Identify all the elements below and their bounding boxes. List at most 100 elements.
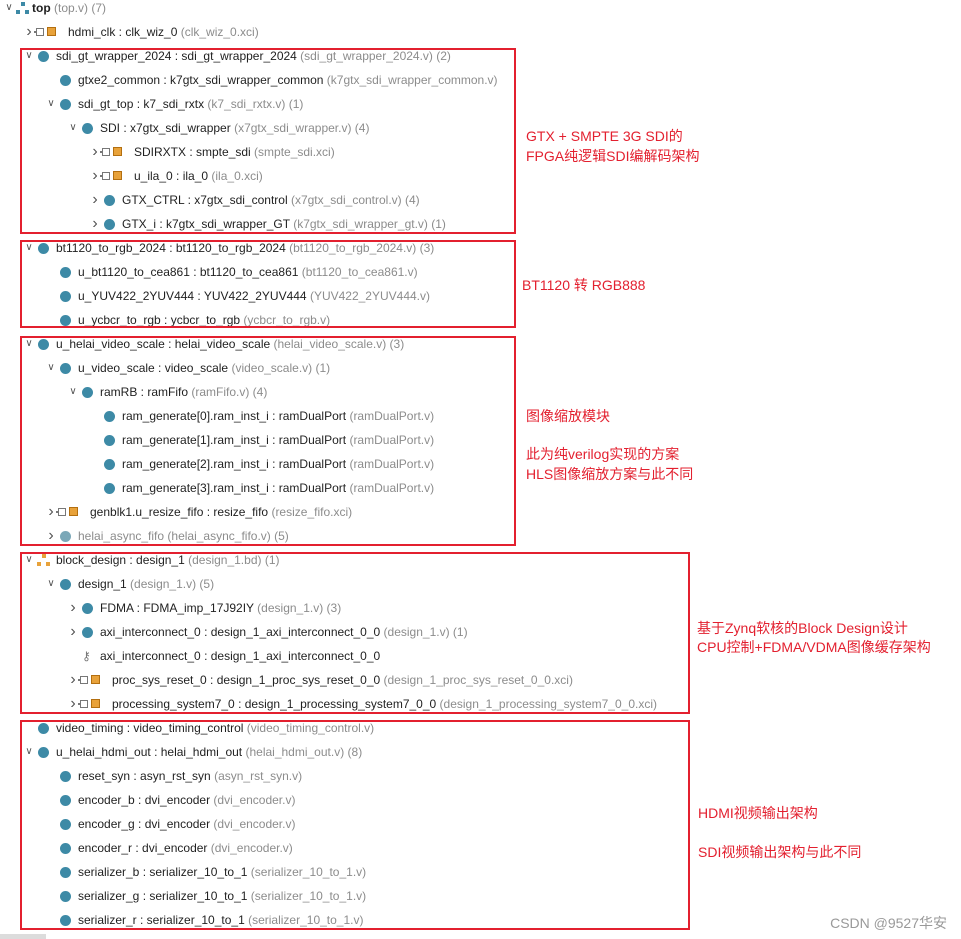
- source-file: (helai_async_fifo.v) (5): [164, 529, 289, 543]
- note-bt1120: BT1120 转 RGB888: [522, 277, 646, 293]
- source-file: (serializer_10_to_1.v): [247, 865, 367, 879]
- tree-row[interactable]: ›processing_system7_0 : design_1_process…: [0, 694, 700, 714]
- tree-row-label: ram_generate[0].ram_inst_i : ramDualPort…: [122, 406, 434, 426]
- chevron-down-icon[interactable]: ∨: [69, 122, 77, 133]
- instance-name: ramRB : ramFifo: [100, 385, 189, 399]
- instance-name: SDI : x7gtx_sdi_wrapper: [100, 121, 231, 135]
- tree-row[interactable]: ›u_ila_0 : ila_0 (ila_0.xci): [0, 166, 700, 186]
- tree-row[interactable]: ∨sdi_gt_top : k7_sdi_rxtx (k7_sdi_rxtx.v…: [0, 94, 700, 114]
- chevron-down-icon[interactable]: ∨: [5, 2, 13, 13]
- horizontal-scrollbar[interactable]: [0, 934, 46, 939]
- source-file: (x7gtx_sdi_wrapper.v) (4): [230, 121, 370, 135]
- tree-row-label: design_1 (design_1.v) (5): [78, 574, 214, 594]
- tree-row-label: u_bt1120_to_cea861 : bt1120_to_cea861 (b…: [78, 262, 418, 282]
- tree-row[interactable]: ›SDIRXTX : smpte_sdi (smpte_sdi.xci): [0, 142, 700, 162]
- tree-row[interactable]: encoder_g : dvi_encoder (dvi_encoder.v): [0, 814, 700, 834]
- chevron-right-icon[interactable]: ›: [92, 191, 98, 208]
- chevron-down-icon[interactable]: ∨: [25, 242, 33, 253]
- chevron-down-icon[interactable]: ∨: [69, 386, 77, 397]
- tree-row[interactable]: ›genblk1.u_resize_fifo : resize_fifo (re…: [0, 502, 700, 522]
- tree-row[interactable]: ∨ SDI : x7gtx_sdi_wrapper (x7gtx_sdi_wrap…: [0, 118, 700, 138]
- annotation-box-sdi: [20, 48, 516, 234]
- chevron-down-icon[interactable]: ∨: [25, 746, 33, 757]
- chevron-right-icon[interactable]: ›: [92, 167, 98, 184]
- tree-row[interactable]: ∨ bt1120_to_rgb_2024 : bt1120_to_rgb_2024…: [0, 238, 700, 258]
- tree-row[interactable]: gtxe2_common : k7gtx_sdi_wrapper_common …: [0, 70, 700, 90]
- hierarchy-icon: [16, 2, 29, 14]
- chevron-right-icon[interactable]: ›: [92, 215, 98, 232]
- tree-row[interactable]: ∨block_design : design_1 (design_1.bd) (…: [0, 550, 700, 570]
- source-file: (serializer_10_to_1.v): [244, 913, 364, 927]
- tree-row-label: bt1120_to_rgb_2024 : bt1120_to_rgb_2024 …: [56, 238, 434, 258]
- tree-row[interactable]: ⚷ axi_interconnect_0 : design_1_axi_inter…: [0, 646, 700, 666]
- source-file: (k7gtx_sdi_wrapper_gt.v) (1): [289, 217, 446, 231]
- source-file: (dvi_encoder.v): [207, 841, 293, 855]
- chevron-right-icon[interactable]: ›: [70, 623, 76, 640]
- tree-row[interactable]: ∨u_video_scale : video_scale (video_scal…: [0, 358, 700, 378]
- tree-row[interactable]: › axi_interconnect_0 : design_1_axi_inter…: [0, 622, 700, 642]
- source-file: (dvi_encoder.v): [210, 793, 296, 807]
- note-scale-line1: 图像缩放模块: [526, 408, 610, 424]
- chevron-right-icon[interactable]: ›: [70, 695, 76, 712]
- chevron-right-icon[interactable]: ›: [26, 23, 32, 40]
- tree-row[interactable]: ram_generate[2].ram_inst_i : ramDualPort…: [0, 454, 700, 474]
- tree-row[interactable]: serializer_b : serializer_10_to_1 (seria…: [0, 862, 700, 882]
- instance-name: video_timing : video_timing_control: [56, 721, 244, 735]
- tree-row[interactable]: ∨top (top.v) (7): [0, 0, 700, 18]
- tree-row[interactable]: encoder_r : dvi_encoder (dvi_encoder.v): [0, 838, 700, 858]
- tree-row[interactable]: › proc_sys_reset_0 : design_1_proc_sys_re…: [0, 670, 700, 690]
- tree-row[interactable]: serializer_r : serializer_10_to_1 (seria…: [0, 910, 700, 930]
- source-file: (design_1_proc_sys_reset_0_0.xci): [380, 673, 573, 687]
- tree-row-label: proc_sys_reset_0 : design_1_proc_sys_res…: [112, 670, 573, 690]
- chevron-right-icon[interactable]: ›: [70, 599, 76, 616]
- tree-row[interactable]: u_YUV422_2YUV444 : YUV422_2YUV444 (YUV42…: [0, 286, 700, 306]
- module-icon: [60, 795, 71, 806]
- tree-row[interactable]: ›GTX_i : k7gtx_sdi_wrapper_GT (k7gtx_sdi…: [0, 214, 700, 234]
- note-scale-line3: HLS图像缩放方案与此不同: [526, 466, 694, 482]
- chevron-right-icon[interactable]: ›: [48, 527, 54, 544]
- source-file: (ycbcr_to_rgb.v): [240, 313, 331, 327]
- source-file: (helai_hdmi_out.v) (8): [242, 745, 363, 759]
- tree-row[interactable]: ∨ramRB : ramFifo (ramFifo.v) (4): [0, 382, 700, 402]
- note-bd-line2: CPU控制+FDMA/VDMA图像缓存架构: [697, 639, 931, 655]
- tree-row[interactable]: ∨sdi_gt_wrapper_2024 : sdi_gt_wrapper_20…: [0, 46, 700, 66]
- tree-row[interactable]: ∨u_helai_video_scale : helai_video_scale…: [0, 334, 700, 354]
- chevron-down-icon[interactable]: ∨: [47, 578, 55, 589]
- tree-row[interactable]: ›hdmi_clk : clk_wiz_0 (clk_wiz_0.xci): [0, 22, 700, 42]
- chevron-down-icon[interactable]: ∨: [47, 362, 55, 373]
- tree-row-label: ram_generate[1].ram_inst_i : ramDualPort…: [122, 430, 434, 450]
- tree-row[interactable]: serializer_g : serializer_10_to_1 (seria…: [0, 886, 700, 906]
- module-icon: [104, 219, 115, 230]
- tree-row[interactable]: u_bt1120_to_cea861 : bt1120_to_cea861 (b…: [0, 262, 700, 282]
- chevron-down-icon[interactable]: ∨: [25, 338, 33, 349]
- key-icon: ⚷: [82, 649, 91, 663]
- instance-name: axi_interconnect_0 : design_1_axi_interc…: [100, 625, 381, 639]
- tree-row[interactable]: encoder_b : dvi_encoder (dvi_encoder.v): [0, 790, 700, 810]
- tree-row[interactable]: u_ycbcr_to_rgb : ycbcr_to_rgb (ycbcr_to_…: [0, 310, 700, 330]
- chevron-right-icon[interactable]: ›: [48, 503, 54, 520]
- tree-row[interactable]: video_timing : video_timing_control (vid…: [0, 718, 700, 738]
- tree-row[interactable]: ∨u_helai_hdmi_out : helai_hdmi_out (hela…: [0, 742, 700, 762]
- tree-row[interactable]: ∨ design_1 (design_1.v) (5): [0, 574, 700, 594]
- tree-row[interactable]: ›helai_async_fifo (helai_async_fifo.v) (…: [0, 526, 700, 546]
- instance-name: axi_interconnect_0 : design_1_axi_interc…: [100, 649, 381, 663]
- tree-row[interactable]: ram_generate[1].ram_inst_i : ramDualPort…: [0, 430, 700, 450]
- ip-core-icon: [78, 698, 100, 710]
- source-file: (ramDualPort.v): [346, 409, 435, 423]
- chevron-down-icon[interactable]: ∨: [25, 554, 33, 565]
- tree-row-label: GTX_CTRL : x7gtx_sdi_control (x7gtx_sdi_…: [122, 190, 420, 210]
- chevron-right-icon[interactable]: ›: [92, 143, 98, 160]
- instance-name: u_ycbcr_to_rgb : ycbcr_to_rgb: [78, 313, 241, 327]
- chevron-down-icon[interactable]: ∨: [47, 98, 55, 109]
- tree-row[interactable]: ›FDMA : FDMA_imp_17J92IY (design_1.v) (3…: [0, 598, 700, 618]
- module-icon: [82, 627, 93, 638]
- tree-row-label: u_YUV422_2YUV444 : YUV422_2YUV444 (YUV42…: [78, 286, 430, 306]
- tree-row[interactable]: reset_syn : asyn_rst_syn (asyn_rst_syn.v…: [0, 766, 700, 786]
- instance-name: encoder_g : dvi_encoder: [78, 817, 211, 831]
- chevron-right-icon[interactable]: ›: [70, 671, 76, 688]
- tree-row-label: SDI : x7gtx_sdi_wrapper (x7gtx_sdi_wrapp…: [100, 118, 369, 138]
- tree-row[interactable]: › GTX_CTRL : x7gtx_sdi_control (x7gtx_sdi…: [0, 190, 700, 210]
- tree-row[interactable]: ram_generate[0].ram_inst_i : ramDualPort…: [0, 406, 700, 426]
- tree-row[interactable]: ram_generate[3].ram_inst_i : ramDualPort…: [0, 478, 700, 498]
- chevron-down-icon[interactable]: ∨: [25, 50, 33, 61]
